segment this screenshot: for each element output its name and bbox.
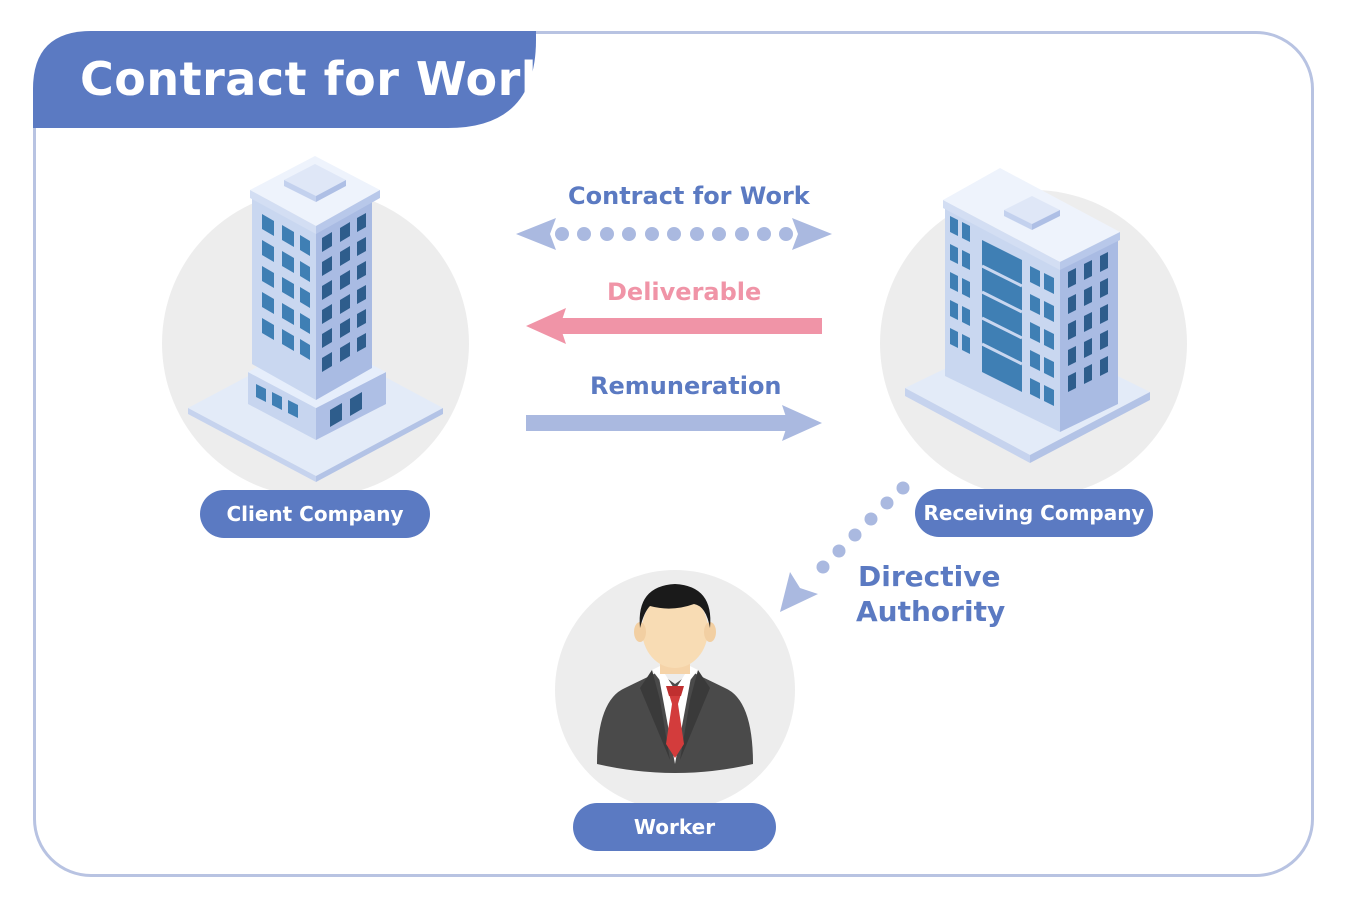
contract-arrow bbox=[516, 218, 832, 250]
contract-label: Contract for Work bbox=[568, 182, 810, 210]
receiving-company-label: Receiving Company bbox=[915, 489, 1153, 537]
directive-arrow bbox=[780, 481, 910, 612]
remuneration-label: Remuneration bbox=[590, 372, 782, 400]
worker-label: Worker bbox=[573, 803, 776, 851]
client-company-label: Client Company bbox=[200, 490, 430, 538]
directive-label-line1: Directive bbox=[858, 560, 1001, 593]
deliverable-arrow bbox=[526, 308, 822, 344]
diagram-title: Contract for Work bbox=[80, 52, 552, 106]
deliverable-label: Deliverable bbox=[607, 278, 762, 306]
directive-label-line2: Authority bbox=[856, 595, 1006, 628]
remuneration-arrow bbox=[526, 405, 822, 441]
